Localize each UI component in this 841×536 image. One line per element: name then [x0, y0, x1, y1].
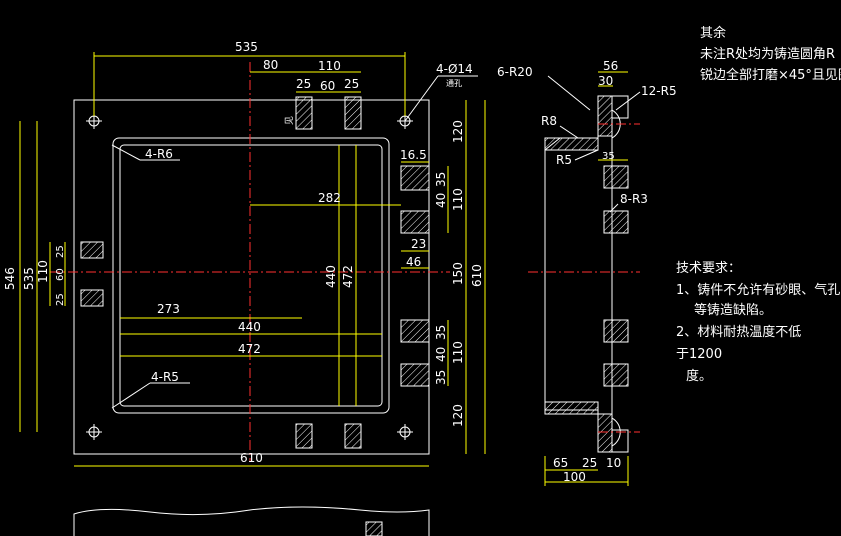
side-label-12-r5: 12-R5: [641, 84, 677, 98]
side-dim-10: 10: [606, 456, 621, 470]
side-hatch-rib-1: [603, 165, 629, 189]
dim-120-bottom-right: 120: [451, 404, 465, 427]
label-side-note: 见: [284, 116, 295, 125]
side-hatch-top-lug: [597, 95, 613, 137]
dim-535-top: 535: [235, 40, 258, 54]
dim-546: 546: [3, 267, 17, 290]
dim-440-horizontal: 440: [238, 320, 261, 334]
side-dim-100: 100: [563, 470, 586, 484]
side-hatch-bottom-flange: [544, 401, 599, 415]
front-view: 535 80 110 25 60 25 4-Ø14 通孔 546 535 110…: [3, 40, 486, 467]
side-dim-56: 56: [603, 59, 618, 73]
dim-40-right-a: 40: [434, 193, 448, 208]
dim-282: 282: [318, 191, 341, 205]
dim-60-left: 60: [55, 268, 66, 281]
side-hatch-rib-4: [603, 363, 629, 387]
tech-requirement-1b: 等铸造缺陷。: [694, 302, 772, 318]
tech-requirement-2c: 度。: [686, 368, 712, 384]
dim-46: 46: [406, 255, 421, 269]
dim-35-right-a: 35: [434, 172, 448, 187]
side-label-8-r3: 8-R3: [620, 192, 648, 206]
dim-23: 23: [411, 237, 426, 251]
dim-110-right-a: 110: [451, 188, 465, 211]
tech-requirement-2: 2、材料耐热温度不低: [676, 324, 801, 340]
hatched-lugs: [80, 96, 430, 449]
side-dim-35: 35: [602, 151, 615, 162]
dim-610-bottom: 610: [240, 451, 263, 465]
dim-440-vertical: 440: [324, 265, 338, 288]
side-label-6-r20: 6-R20: [497, 65, 533, 79]
dim-472-horizontal: 472: [238, 342, 261, 356]
label-4-r6: 4-R6: [145, 147, 173, 161]
notes-block: 其余 未注R处均为铸造圆角R 锐边全部打磨×45°且见图 技术要求： 1、铸件不…: [676, 25, 841, 384]
note-other: 其余: [700, 25, 726, 41]
note-fillet: 未注R处均为铸造圆角R: [700, 46, 835, 62]
side-dim-25: 25: [582, 456, 597, 470]
bottom-view-outline: [73, 506, 430, 536]
dim-25-top-b: 25: [344, 77, 359, 91]
cavity-outer-outline: [112, 137, 390, 414]
dim-472-vertical: 472: [341, 265, 355, 288]
dim-110-left: 110: [36, 260, 50, 283]
bottom-partial-view: [73, 506, 430, 536]
dim-110-top: 110: [318, 59, 341, 73]
tech-requirement-2b: 于1200: [676, 347, 722, 362]
dim-610-vertical: 610: [470, 264, 484, 287]
hole-callout: 4-Ø14: [436, 62, 473, 76]
tech-requirements-title: 技术要求：: [676, 261, 741, 276]
side-label-r5: R5: [556, 153, 572, 167]
side-dim-65: 65: [553, 456, 568, 470]
bottom-view-hatch: [365, 521, 383, 536]
dim-25-left-a: 25: [55, 245, 66, 258]
hole-callout-sub: 通孔: [446, 78, 462, 88]
note-chamfer: 锐边全部打磨×45°且见图: [700, 67, 841, 83]
side-dim-30: 30: [598, 74, 613, 88]
dim-35-right-c: 35: [434, 370, 448, 385]
tech-requirement-1: 1、铸件不允许有砂眼、气孔: [676, 282, 840, 298]
dim-273: 273: [157, 302, 180, 316]
side-label-r8: R8: [541, 114, 557, 128]
side-hatch-bottom-lug: [597, 413, 613, 453]
dim-80: 80: [263, 58, 278, 72]
dim-35-right-b: 35: [434, 325, 448, 340]
dim-25-top-a: 25: [296, 77, 311, 91]
dim-16-5: 16.5: [400, 148, 427, 162]
side-view: 56 30 35 65 25 10 100 6-R20 12-R5 R8 R5 …: [497, 59, 677, 486]
dim-110-right-b: 110: [451, 341, 465, 364]
dim-25-left-b: 25: [55, 293, 66, 306]
dim-150: 150: [451, 262, 465, 285]
side-hatch-rib-2: [603, 210, 629, 234]
dim-535-left: 535: [22, 267, 36, 290]
front-dimension-lines: [19, 52, 486, 467]
side-hatch-rib-3: [603, 319, 629, 343]
cavity-inner-outline: [119, 144, 383, 407]
dim-120-top-right: 120: [451, 120, 465, 143]
side-hatch-top-flange: [544, 137, 599, 151]
outer-plate-outline: [73, 99, 430, 455]
label-4-r5: 4-R5: [151, 370, 179, 384]
dim-40-right-b: 40: [434, 347, 448, 362]
dim-60-top: 60: [320, 79, 335, 93]
